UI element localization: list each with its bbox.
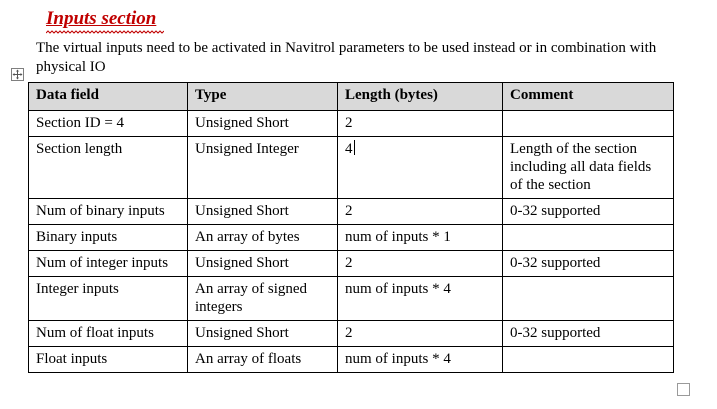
table-resize-handle-icon[interactable] bbox=[677, 383, 690, 396]
cell-length: 4 bbox=[345, 141, 353, 157]
table-header-row: Data field Type Length (bytes) Comment bbox=[28, 82, 674, 111]
header-type[interactable]: Type bbox=[187, 82, 338, 111]
header-data-field[interactable]: Data field bbox=[28, 82, 188, 111]
intro-paragraph: The virtual inputs need to be activated … bbox=[36, 40, 657, 75]
cell-comment[interactable]: 0-32 supported bbox=[502, 250, 674, 277]
cell-comment[interactable] bbox=[502, 224, 674, 251]
cell-length[interactable]: 2 bbox=[337, 250, 503, 277]
cell-data-field[interactable]: Section length bbox=[28, 136, 188, 199]
cell-length[interactable]: 2 bbox=[337, 320, 503, 347]
cell-data-field[interactable]: Section ID = 4 bbox=[28, 110, 188, 137]
inputs-table: Data field Type Length (bytes) Comment S… bbox=[28, 82, 674, 373]
header-length[interactable]: Length (bytes) bbox=[337, 82, 503, 111]
cell-comment[interactable]: 0-32 supported bbox=[502, 320, 674, 347]
table-row: Num of float inputs Unsigned Short 2 0-3… bbox=[28, 320, 674, 347]
cell-data-field[interactable]: Num of float inputs bbox=[28, 320, 188, 347]
table-row: Num of binary inputs Unsigned Short 2 0-… bbox=[28, 198, 674, 225]
cell-length[interactable]: num of inputs * 4 bbox=[337, 276, 503, 321]
cell-type[interactable]: Unsigned Integer bbox=[187, 136, 338, 199]
cell-data-field[interactable]: Num of binary inputs bbox=[28, 198, 188, 225]
table-row: Section length Unsigned Integer 4 Length… bbox=[28, 136, 674, 199]
cell-type[interactable]: An array of signed integers bbox=[187, 276, 338, 321]
cell-data-field[interactable]: Integer inputs bbox=[28, 276, 188, 321]
cell-comment[interactable] bbox=[502, 276, 674, 321]
table-row: Num of integer inputs Unsigned Short 2 0… bbox=[28, 250, 674, 277]
table-move-handle-icon[interactable] bbox=[11, 68, 24, 81]
table-row: Binary inputs An array of bytes num of i… bbox=[28, 224, 674, 251]
spellcheck-squiggle bbox=[46, 30, 164, 34]
table-row: Section ID = 4 Unsigned Short 2 bbox=[28, 110, 674, 137]
cell-type[interactable]: Unsigned Short bbox=[187, 198, 338, 225]
cell-length[interactable]: num of inputs * 4 bbox=[337, 346, 503, 373]
cell-comment[interactable] bbox=[502, 346, 674, 373]
cell-data-field[interactable]: Binary inputs bbox=[28, 224, 188, 251]
cell-type[interactable]: An array of floats bbox=[187, 346, 338, 373]
cell-comment[interactable]: 0-32 supported bbox=[502, 198, 674, 225]
cell-type[interactable]: An array of bytes bbox=[187, 224, 338, 251]
text-cursor bbox=[353, 140, 355, 155]
section-heading: Inputs section bbox=[46, 8, 157, 29]
cell-data-field[interactable]: Num of integer inputs bbox=[28, 250, 188, 277]
header-comment[interactable]: Comment bbox=[502, 82, 674, 111]
cell-length[interactable]: 2 bbox=[337, 198, 503, 225]
cell-length[interactable]: 2 bbox=[337, 110, 503, 137]
table-row: Integer inputs An array of signed intege… bbox=[28, 276, 674, 321]
cell-comment[interactable] bbox=[502, 110, 674, 137]
cell-type[interactable]: Unsigned Short bbox=[187, 250, 338, 277]
cell-type[interactable]: Unsigned Short bbox=[187, 320, 338, 347]
table-row: Float inputs An array of floats num of i… bbox=[28, 346, 674, 373]
cell-data-field[interactable]: Float inputs bbox=[28, 346, 188, 373]
cell-length-active[interactable]: 4 bbox=[337, 136, 503, 199]
cell-length[interactable]: num of inputs * 1 bbox=[337, 224, 503, 251]
cell-comment[interactable]: Length of the section including all data… bbox=[502, 136, 674, 199]
cell-type[interactable]: Unsigned Short bbox=[187, 110, 338, 137]
